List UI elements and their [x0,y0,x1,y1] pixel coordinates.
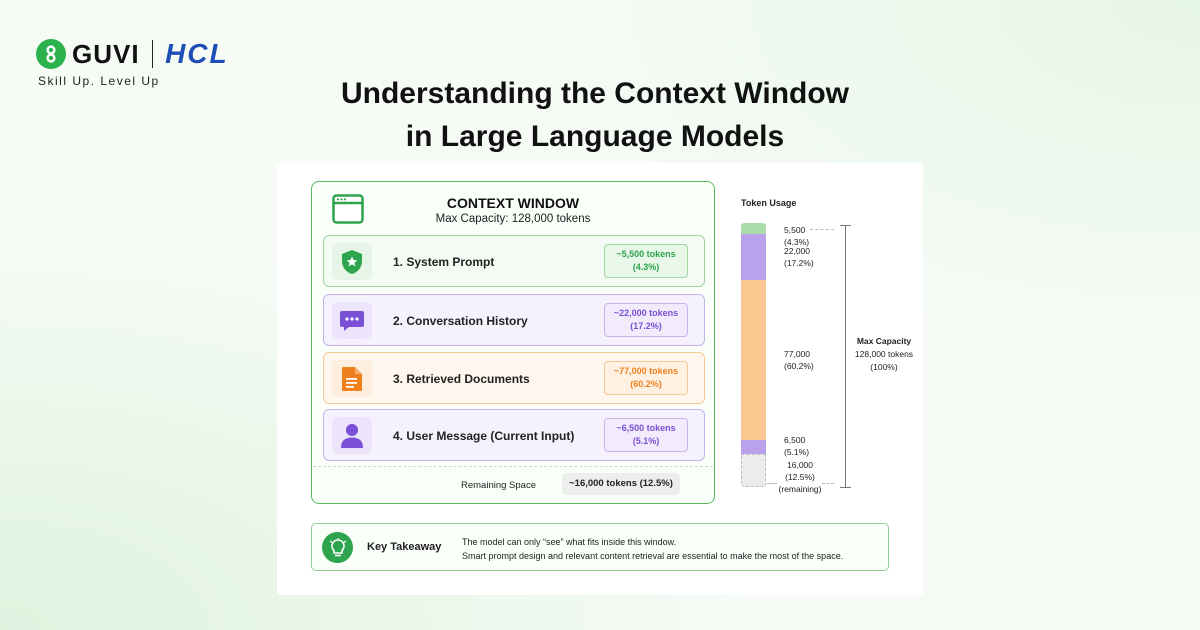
context-item-label: 1. System Prompt [393,255,495,269]
token-bar-segment [741,454,766,487]
token-bar-label: 22,000(17.2%) [784,246,814,268]
token-badge: ~77,000 tokens (60.2%) [604,361,688,395]
remaining-space-area: Remaining Space ~16,000 tokens (12.5%) [313,466,713,502]
token-badge: ~22,000 tokens (17.2%) [604,303,688,337]
page-title: Understanding the Context Window in Larg… [0,72,1190,158]
guvi-wordmark: GUVI [72,38,140,69]
token-bar-leader-line [810,229,834,230]
browser-window-icon [332,194,364,224]
max-capacity-tokens: 128,000 tokens [854,349,914,359]
token-bar-label: 16,000(12.5%)(remaining) [778,460,822,494]
context-window-capacity: Max Capacity: 128,000 tokens [435,213,591,225]
user-icon [332,417,372,454]
token-badge: ~6,500 tokens (5.1%) [604,418,688,452]
token-bar-label: 77,000(60.2%) [784,349,814,371]
brand-logo: GUVI HCL Skill Up. Level Up [36,38,229,88]
page-title-line-1: Understanding the Context Window [340,77,850,110]
token-usage-title: Token Usage [741,198,797,208]
max-capacity-percent: (100%) [870,362,898,372]
token-badge: ~5,500 tokens (4.3%) [604,244,688,278]
capacity-bracket-line [845,225,846,488]
context-item-retrieved-documents: 3. Retrieved Documents ~77,000 tokens (6… [323,352,705,404]
token-badge-percent: (60.2%) [630,379,662,389]
token-badge-percent: (5.1%) [632,436,660,446]
token-badge-count: ~5,500 tokens [616,249,676,259]
key-takeaway-line-2: Smart prompt design and relevant content… [462,551,844,561]
shield-star-icon [332,243,372,280]
brand-tagline: Skill Up. Level Up [38,74,160,88]
key-takeaway-box: Key Takeaway The model can only “see” wh… [311,523,889,571]
chat-bubble-icon [332,302,372,339]
capacity-bracket-bottom [840,487,851,488]
key-takeaway-title: Key Takeaway [367,541,442,553]
context-item-label: 4. User Message (Current Input) [393,429,575,443]
remaining-space-label: Remaining Space [461,480,536,491]
token-bar-segment [741,440,766,454]
token-badge-count: ~6,500 tokens [616,423,676,433]
token-bar-leader-line [822,483,834,484]
guvi-logo-icon [36,39,66,69]
token-bar-segment [741,234,766,280]
capacity-bracket-top [840,225,851,226]
context-item-system-prompt: 1. System Prompt ~5,500 tokens (4.3%) [323,235,705,287]
token-bar-label: 5,500(4.3%) [784,225,810,247]
lightbulb-icon [322,532,353,563]
remaining-space-badge: ~16,000 tokens (12.5%) [562,473,680,495]
key-takeaway-line-1: The model can only “see” what fits insid… [462,537,677,547]
token-badge-count: ~22,000 tokens [613,308,679,318]
document-icon [332,360,372,397]
token-badge-count: ~77,000 tokens [613,366,679,376]
context-item-user-message: 4. User Message (Current Input) ~6,500 t… [323,409,705,461]
token-bar-leader-line [767,483,777,484]
context-item-label: 2. Conversation History [393,314,528,328]
token-badge-percent: (4.3%) [632,262,660,272]
context-item-conversation-history: 2. Conversation History ~22,000 tokens (… [323,294,705,346]
page-title-line-2: in Large Language Models [405,120,785,153]
max-capacity-title: Max Capacity [856,336,912,346]
token-badge-percent: (17.2%) [630,321,662,331]
token-usage-bar [741,223,766,488]
token-bar-label: 6,500(5.1%) [784,435,810,457]
max-capacity-label: Max Capacity 128,000 tokens (100%) [848,335,920,374]
context-window-box: CONTEXT WINDOW Max Capacity: 128,000 tok… [311,181,715,504]
token-bar-segment [741,280,766,440]
token-bar-segment [741,223,766,234]
context-item-label: 3. Retrieved Documents [393,372,530,386]
context-window-title: CONTEXT WINDOW [446,195,580,211]
logo-divider [151,40,154,68]
hcl-wordmark: HCL [165,38,229,69]
